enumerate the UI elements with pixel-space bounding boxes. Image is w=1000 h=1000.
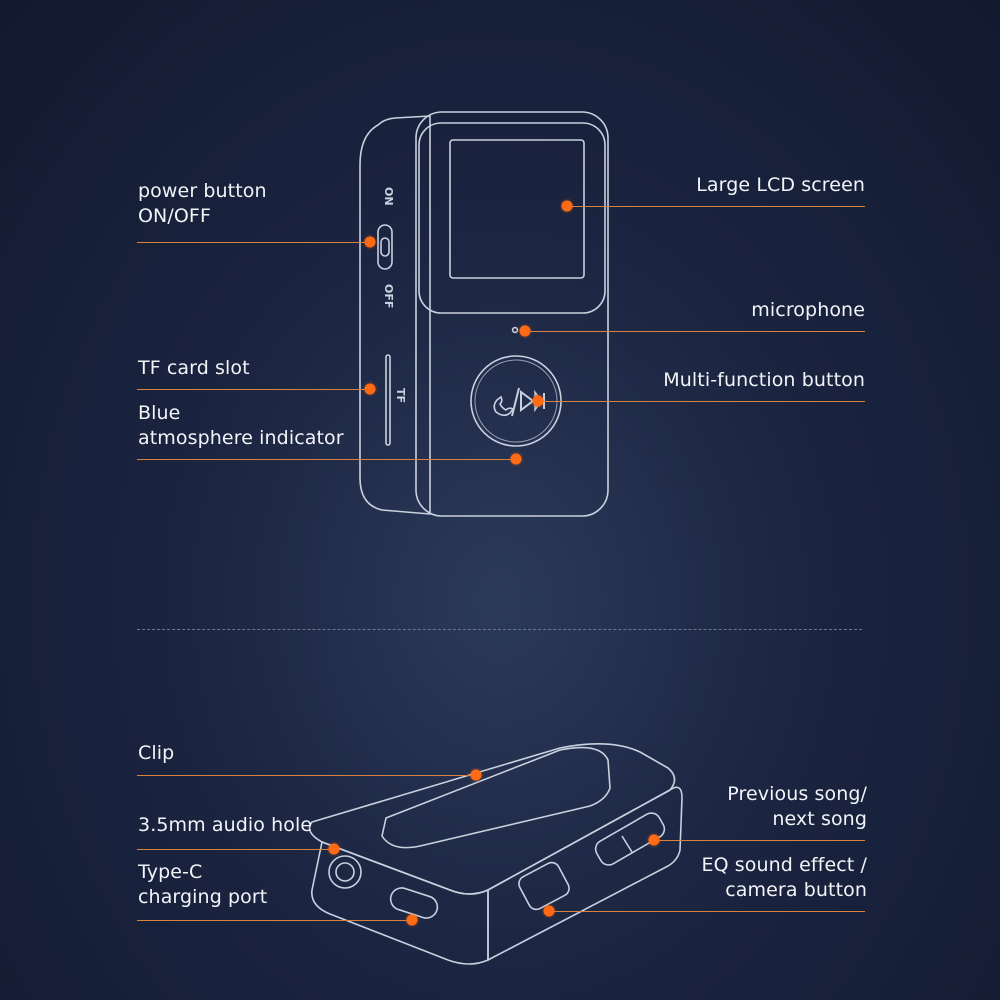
- slot-text: TF: [394, 388, 407, 403]
- audio-hole-marker: [328, 843, 340, 855]
- audio-hole-leader: [137, 849, 333, 850]
- eq-camera-label: EQ sound effect / camera button: [701, 854, 867, 901]
- type-c-label: Type-C charging port: [138, 861, 268, 908]
- microphone-label: microphone: [751, 299, 865, 321]
- clip-label: Clip: [138, 742, 175, 764]
- prev-next-leader: [654, 840, 865, 841]
- microphone-marker: [519, 325, 531, 337]
- lcd-screen-marker: [561, 200, 573, 212]
- switch-off-text: OFF: [382, 284, 395, 308]
- device-top-face: [308, 743, 676, 895]
- power-button-leader: [137, 242, 369, 243]
- screen-bezel: [418, 122, 606, 314]
- power-button-label: power button ON/OFF: [138, 180, 267, 227]
- device-side-panel: [359, 115, 431, 515]
- lcd-screen-leader: [567, 206, 865, 207]
- multi-function-leader: [538, 401, 865, 402]
- clip-marker: [470, 769, 482, 781]
- section-divider: [137, 629, 862, 630]
- microphone-hole: [511, 326, 519, 334]
- multi-function-label: Multi-function button: [663, 369, 865, 391]
- blue-indicator-leader: [137, 459, 516, 460]
- blue-indicator-marker: [510, 453, 522, 465]
- tf-slot: [385, 354, 391, 446]
- switch-on-text: ON: [382, 187, 395, 206]
- clip-part: [381, 746, 611, 849]
- tf-card-slot-label: TF card slot: [138, 357, 250, 379]
- type-c-port: [389, 887, 439, 919]
- eq-camera-button: [518, 861, 570, 911]
- prev-next-rocker: [594, 812, 666, 866]
- device-right-face: [487, 786, 683, 961]
- microphone-leader: [525, 331, 865, 332]
- eq-camera-leader: [549, 911, 865, 912]
- audio-hole-label: 3.5mm audio hole: [138, 814, 313, 836]
- lcd-screen: [449, 139, 585, 279]
- blue-indicator-label: Blue atmosphere indicator: [138, 402, 344, 449]
- tf-card-slot-marker: [364, 383, 376, 395]
- eq-camera-marker: [543, 905, 555, 917]
- device-front-face: [311, 841, 489, 965]
- multi-function-marker: [532, 395, 544, 407]
- audio-jack: [328, 855, 362, 889]
- lcd-screen-label: Large LCD screen: [696, 174, 865, 196]
- prev-next-label: Previous song/ next song: [727, 783, 867, 830]
- type-c-leader: [137, 920, 412, 921]
- tf-card-slot-leader: [137, 389, 369, 390]
- clip-leader: [137, 775, 476, 776]
- device-front-body: [415, 111, 609, 517]
- device-bottom-illustration: [308, 743, 683, 965]
- power-switch: [377, 224, 393, 270]
- type-c-marker: [406, 914, 418, 926]
- power-button-marker: [364, 236, 376, 248]
- prev-next-marker: [648, 834, 660, 846]
